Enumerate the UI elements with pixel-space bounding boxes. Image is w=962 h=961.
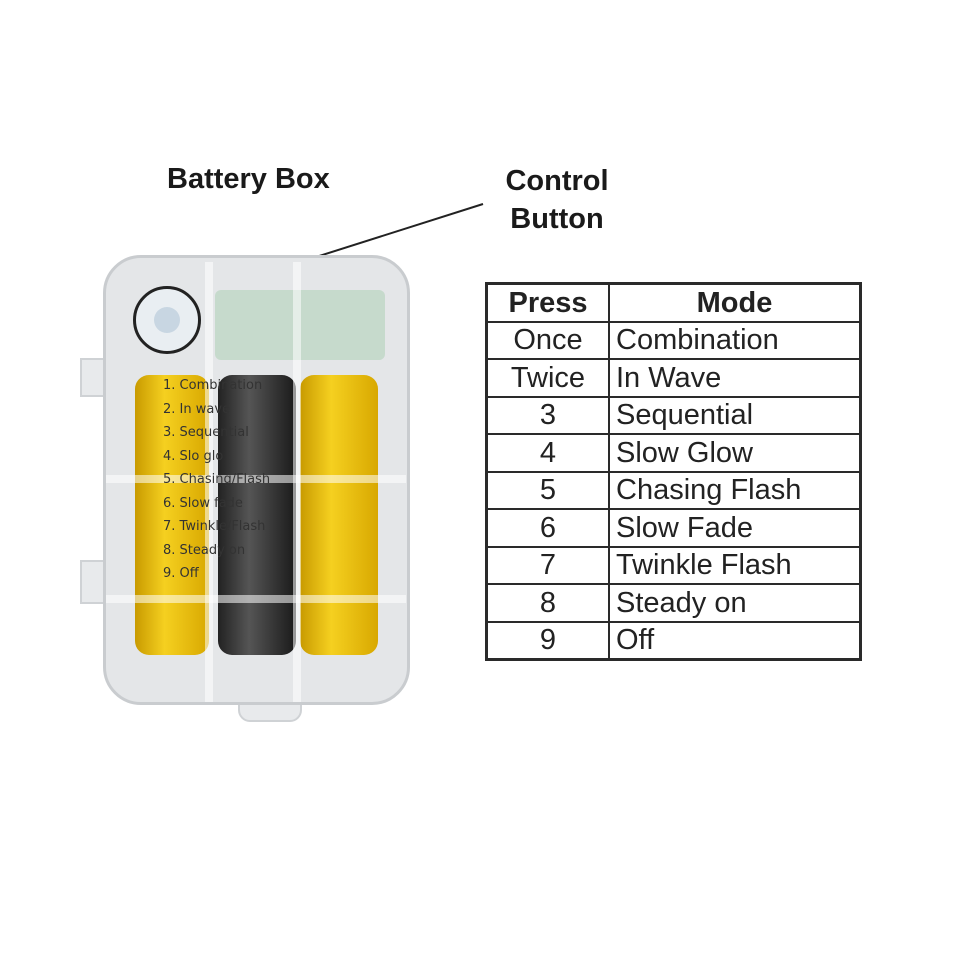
control-button[interactable] [133,286,201,354]
press-cell: 3 [485,395,610,435]
device-label-line: 8. Steady on [163,542,246,558]
device-label-line: 4. Slo glo [163,448,224,464]
battery [218,375,296,655]
device-mode-label: 1. Combination 2. In wave 3. Sequential 4.… [163,374,270,586]
mode-cell: Combination [608,320,862,360]
device-label-line: 6. Slow fade [163,495,243,511]
device-label-line: 2. In wave [163,401,231,417]
mode-cell: Off [608,620,862,661]
mode-cell: Slow Fade [608,508,862,548]
device-label-line: 9. Off [163,566,199,581]
press-cell: 5 [485,470,610,510]
device-label-line: 1. Combination [163,378,263,393]
device-label-line: 3. Sequential [163,425,249,440]
mode-cell: Sequential [608,395,862,435]
battery-box-label: Battery Box [167,163,330,195]
mode-cell: In Wave [608,358,862,398]
control-button-label: Control Button [505,165,609,235]
device-label-line: 7. Twinkle/Flash [163,519,266,534]
press-cell: 8 [485,583,610,623]
header-mode: Mode [608,282,862,323]
mode-cell: Twinkle Flash [608,545,862,585]
header-press: Press [485,282,610,323]
mode-cell: Slow Glow [608,433,862,473]
mode-cell: Chasing Flash [608,470,862,510]
battery [300,375,378,655]
press-cell: 7 [485,545,610,585]
press-cell: 9 [485,620,610,661]
press-cell: Twice [485,358,610,398]
mode-cell: Steady on [608,583,862,623]
press-cell: Once [485,320,610,360]
press-cell: 6 [485,508,610,548]
battery [135,375,209,655]
press-cell: 4 [485,433,610,473]
device-label-line: 5. Chasing/Flash [163,472,271,487]
